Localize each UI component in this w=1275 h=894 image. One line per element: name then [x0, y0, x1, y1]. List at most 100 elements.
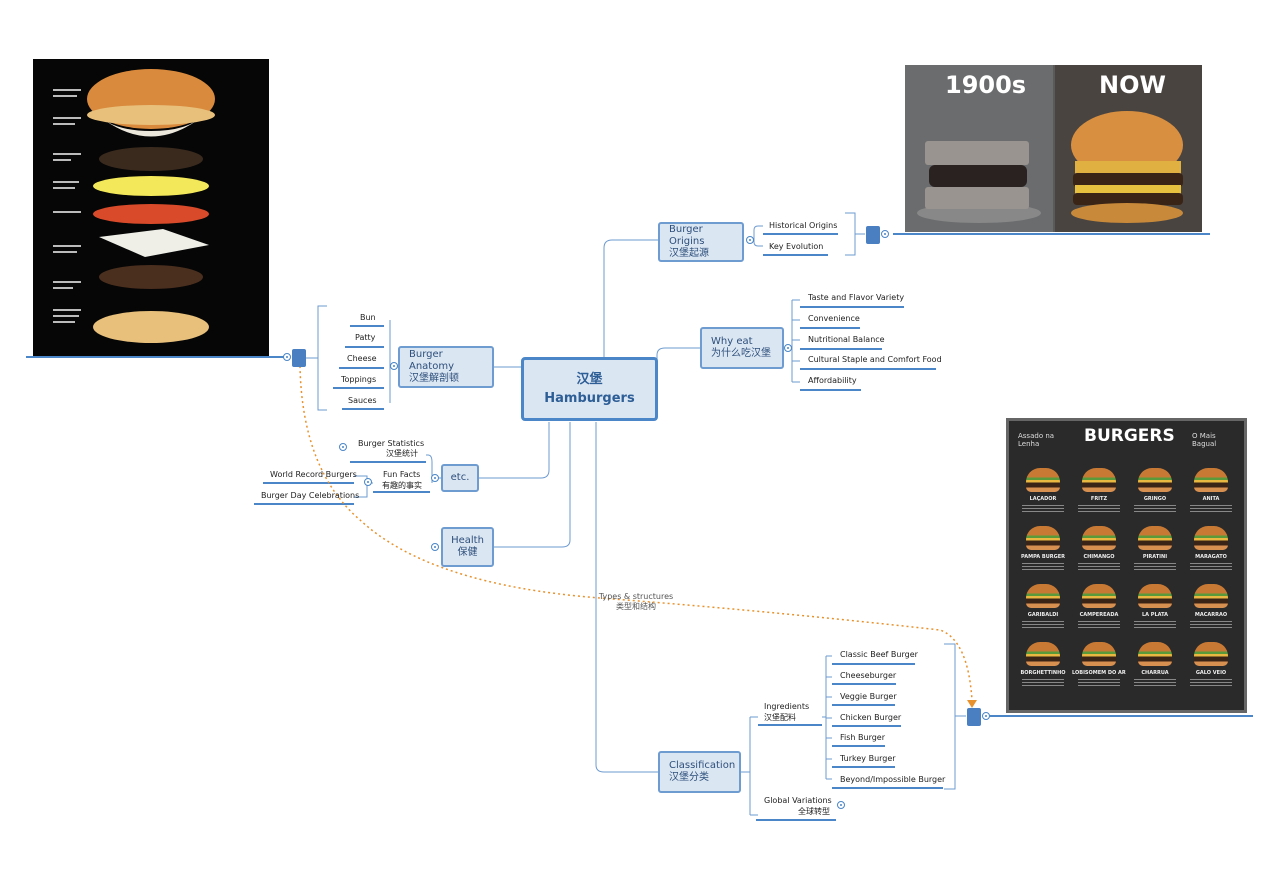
burger-icon	[1082, 642, 1116, 666]
subtopic-chicken[interactable]: Chicken Burger	[840, 713, 902, 722]
subtopic-burger-statistics-cn: 汉堡统计	[386, 449, 418, 458]
menu-item-description	[1022, 505, 1064, 513]
topic-label-cn: 汉堡起源	[669, 248, 709, 259]
subtopic-cheeseburger[interactable]: Cheeseburger	[840, 671, 897, 680]
menu-item-name: CHIMANGO	[1083, 554, 1115, 560]
burger-icon	[1026, 468, 1060, 492]
relationship-label[interactable]: Types & structures 类型和结构	[596, 592, 676, 612]
subtopic-beyond-impossible[interactable]: Beyond/Impossible Burger	[840, 775, 946, 784]
burger-icon	[1138, 642, 1172, 666]
menu-item: LAÇADOR	[1016, 466, 1070, 522]
topic-label: Classification	[669, 760, 736, 771]
subtopic-cultural[interactable]: Cultural Staple and Comfort Food	[808, 355, 942, 364]
menu-item: FRITZ	[1072, 466, 1126, 522]
subtopic-cheese[interactable]: Cheese	[347, 354, 377, 363]
topic-burger-anatomy[interactable]: Burger Anatomy 汉堡解剖顿	[398, 346, 494, 388]
menu-frame	[1006, 418, 1247, 713]
subtopic-fish[interactable]: Fish Burger	[840, 733, 886, 742]
menu-item-name: LOBISOMEM DO ARVOREDO	[1072, 670, 1126, 676]
collapse-toggle[interactable]	[390, 362, 398, 370]
subtopic-taste[interactable]: Taste and Flavor Variety	[808, 293, 905, 302]
menu-item: CAMPEREADA	[1072, 582, 1126, 638]
topic-label: Burger Anatomy	[409, 349, 455, 372]
central-topic-cn: 汉堡	[576, 372, 603, 387]
menu-item-description	[1078, 505, 1120, 513]
menu-item-name: MARAGATO	[1195, 554, 1227, 560]
menu-item-name: PAMPA BURGER	[1021, 554, 1065, 560]
menu-item: PIRATINI	[1128, 524, 1182, 580]
evolution-left-label: 1900s	[945, 71, 1027, 99]
menu-item-name: LAÇADOR	[1029, 496, 1057, 502]
burger-icon	[1194, 526, 1228, 550]
burger-evolution-image[interactable]: 1900s NOW	[905, 65, 1202, 232]
subtopic-sauces[interactable]: Sauces	[348, 396, 377, 405]
subtopic-patty[interactable]: Patty	[355, 333, 376, 342]
burger-menu-image[interactable]: BURGERS Assado na Lenha O Mais Bagual LA…	[1006, 418, 1247, 713]
menu-corner-left: Assado na Lenha	[1018, 432, 1055, 448]
subtopic-toppings[interactable]: Toppings	[341, 375, 377, 384]
menu-item: PAMPA BURGER	[1016, 524, 1070, 580]
menu-item-name: BORGHETTINHO	[1020, 670, 1066, 676]
menu-item: MARAGATO	[1184, 524, 1238, 580]
evolution-burgers-illustration	[917, 111, 1183, 223]
collapse-toggle[interactable]	[881, 230, 889, 238]
collapse-toggle[interactable]	[746, 236, 754, 244]
topic-classification[interactable]: Classification 汉堡分类	[658, 751, 741, 793]
subtopic-classic-beef[interactable]: Classic Beef Burger	[840, 650, 918, 659]
subtopic-burger-day[interactable]: Burger Day Celebrations	[261, 491, 360, 500]
menu-item: GRINGO	[1128, 466, 1182, 522]
menu-item-description	[1022, 621, 1064, 629]
burger-icon	[1082, 468, 1116, 492]
image-anchor-node[interactable]	[866, 226, 880, 244]
menu-item: LOBISOMEM DO ARVOREDO	[1072, 640, 1126, 696]
collapse-toggle[interactable]	[283, 353, 291, 361]
subtopic-ingredients[interactable]: Ingredients	[764, 702, 810, 711]
subtopic-fun-facts[interactable]: Fun Facts	[383, 470, 421, 479]
menu-item-name: LA PLATA	[1141, 612, 1169, 618]
subtopic-world-record-burgers[interactable]: World Record Burgers	[270, 470, 357, 479]
subtopic-historical-origins[interactable]: Historical Origins	[769, 221, 838, 230]
expand-toggle[interactable]	[431, 543, 439, 551]
menu-item-name: CHARRUA	[1141, 670, 1169, 676]
topic-label-cn: 为什么吃汉堡	[711, 348, 771, 359]
topic-health[interactable]: Health 保健	[441, 527, 494, 567]
menu-item-name: GALO VÉIO	[1195, 670, 1227, 676]
menu-item-name: GARIBALDI	[1027, 612, 1059, 618]
evolution-right-label: NOW	[1099, 71, 1166, 99]
menu-item: CHIMANGO	[1072, 524, 1126, 580]
subtopic-nutrition[interactable]: Nutritional Balance	[808, 335, 885, 344]
subtopic-bun[interactable]: Bun	[360, 313, 376, 322]
image-anchor-node[interactable]	[292, 349, 306, 367]
burger-icon	[1026, 526, 1060, 550]
collapse-toggle[interactable]	[982, 712, 990, 720]
collapse-toggle[interactable]	[431, 474, 439, 482]
subtopic-convenience[interactable]: Convenience	[808, 314, 860, 323]
menu-item-description	[1078, 621, 1120, 629]
collapse-toggle[interactable]	[784, 344, 792, 352]
relationship-line[interactable]	[299, 365, 973, 701]
relationship-label-cn: 类型和结构	[616, 602, 656, 611]
subtopic-burger-statistics[interactable]: Burger Statistics	[358, 439, 425, 448]
burger-icon	[1138, 468, 1172, 492]
topic-label-cn: 汉堡解剖顿	[409, 373, 459, 384]
subtopic-key-evolution[interactable]: Key Evolution	[769, 242, 824, 251]
image-anchor-node[interactable]	[967, 708, 981, 726]
expand-toggle[interactable]	[837, 801, 845, 809]
collapse-toggle[interactable]	[364, 478, 372, 486]
burger-anatomy-image[interactable]	[33, 59, 269, 356]
burger-icon	[1194, 642, 1228, 666]
subtopic-affordability[interactable]: Affordability	[808, 376, 857, 385]
topic-why-eat[interactable]: Why eat 为什么吃汉堡	[700, 327, 784, 369]
menu-item-description	[1190, 679, 1232, 687]
subtopic-turkey[interactable]: Turkey Burger	[840, 754, 896, 763]
topic-etc[interactable]: etc.	[441, 464, 479, 492]
expand-toggle[interactable]	[339, 443, 347, 451]
central-topic[interactable]: 汉堡 Hamburgers	[521, 357, 658, 421]
burger-icon	[1026, 642, 1060, 666]
subtopic-global-variations[interactable]: Global Variations	[764, 796, 832, 805]
menu-item: GARIBALDI	[1016, 582, 1070, 638]
subtopic-veggie[interactable]: Veggie Burger	[840, 692, 897, 701]
menu-item-description	[1078, 679, 1120, 687]
topic-burger-origins[interactable]: Burger Origins 汉堡起源	[658, 222, 744, 262]
relationship-label-en: Types & structures	[598, 592, 674, 601]
